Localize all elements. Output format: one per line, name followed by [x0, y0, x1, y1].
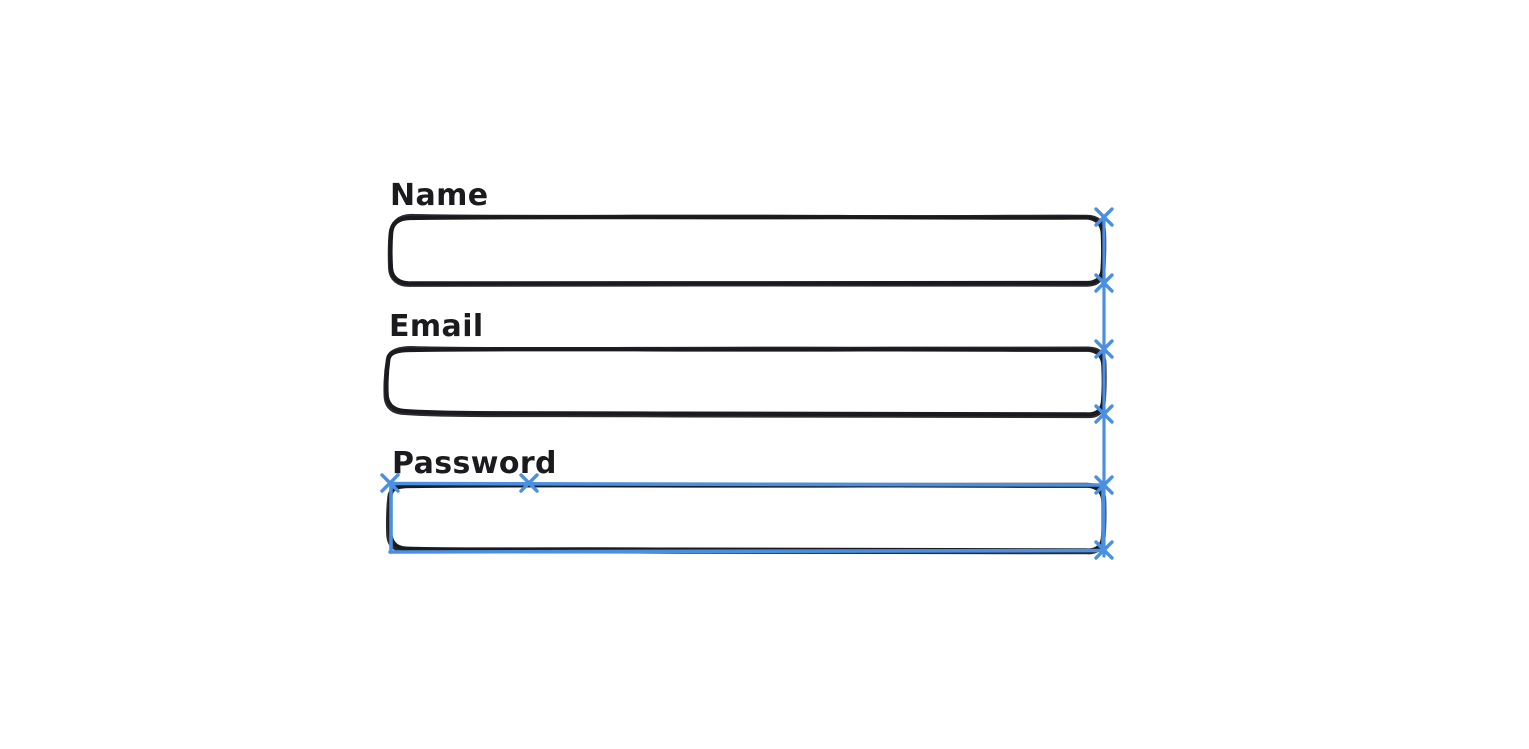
selection-bounding-box[interactable] — [388, 481, 1106, 554]
field-label-email: Email — [389, 309, 484, 344]
snap-marker-email-top-right[interactable] — [1094, 339, 1114, 359]
input-border-email-pass2 — [383, 346, 1107, 419]
selection-overlay — [380, 207, 1114, 560]
field-input-name[interactable] — [387, 213, 1107, 288]
form-field-email[interactable]: Email — [383, 309, 1107, 419]
field-label-password: Password — [392, 446, 557, 481]
field-input-email[interactable] — [383, 346, 1107, 419]
field-label-name: Name — [390, 178, 489, 213]
snap-marker-name-top-right[interactable] — [1094, 207, 1114, 227]
selection-handle-top-mid[interactable] — [519, 473, 539, 493]
selection-handle-top-right[interactable] — [1094, 475, 1114, 495]
form-field-name[interactable]: Name — [387, 178, 1107, 288]
snap-marker-email-bottom-right[interactable] — [1094, 404, 1114, 424]
input-border-name-pass2 — [387, 213, 1107, 288]
selection-edge-top — [388, 481, 1106, 487]
selection-handle-top-left[interactable] — [380, 473, 400, 493]
snap-marker-name-bottom-right[interactable] — [1094, 273, 1114, 293]
selection-handle-bottom-right[interactable] — [1094, 540, 1114, 560]
selection-edge-bottom — [388, 548, 1106, 554]
